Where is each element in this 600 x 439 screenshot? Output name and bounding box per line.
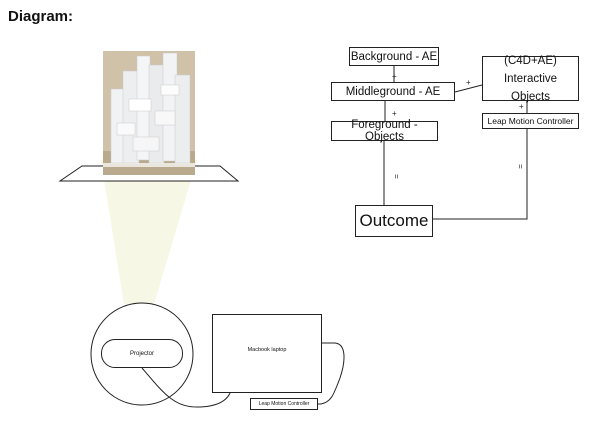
installation-photo: [103, 51, 195, 175]
connector-mid-interactive: [454, 84, 483, 93]
leap-motion-bottom-box: Leap Motion Controller: [250, 398, 318, 410]
light-beam: [101, 160, 197, 304]
background-ae-label: Background - AE: [350, 50, 438, 63]
background-ae-box: Background - AE: [349, 47, 439, 66]
laptop-leap-cable: [318, 342, 345, 405]
interactive-objects-box: (C4D+AE) Interactive Objects: [482, 55, 579, 103]
equals-fg-outcome: =: [391, 174, 401, 179]
projector-label: Projector: [129, 350, 154, 357]
macbook-laptop-label: Macbook laptop: [247, 347, 287, 353]
projector-box: Projector: [101, 339, 183, 368]
plus-interactive-leap: +: [519, 102, 524, 111]
outcome-box: Outcome: [355, 205, 433, 237]
middleground-ae-box: Middleground - AE: [331, 82, 455, 101]
foreground-objects-box: Foreground - Objects: [331, 119, 438, 143]
page-title: Diagram:: [8, 8, 74, 25]
connector-leap-outcome: [433, 129, 528, 220]
plus-mid-interactive: +: [466, 78, 471, 87]
interactive-objects-line1: (C4D+AE): [504, 54, 557, 67]
interactive-objects-line2: Interactive Objects: [503, 72, 558, 103]
leap-motion-label: Leap Motion Controller: [487, 116, 574, 126]
leap-motion-bottom-label: Leap Motion Controller: [258, 401, 310, 407]
plus-bg-mid: +: [392, 72, 397, 81]
plus-mid-fg: +: [392, 109, 397, 118]
outcome-label: Outcome: [359, 211, 429, 230]
middleground-ae-label: Middleground - AE: [345, 85, 441, 98]
foreground-objects-label: Foreground - Objects: [351, 119, 418, 143]
projector-ring: [90, 302, 194, 406]
equals-leap-outcome: =: [515, 164, 525, 169]
leap-motion-box: Leap Motion Controller: [482, 113, 579, 129]
macbook-laptop-box: Macbook laptop: [212, 314, 322, 393]
